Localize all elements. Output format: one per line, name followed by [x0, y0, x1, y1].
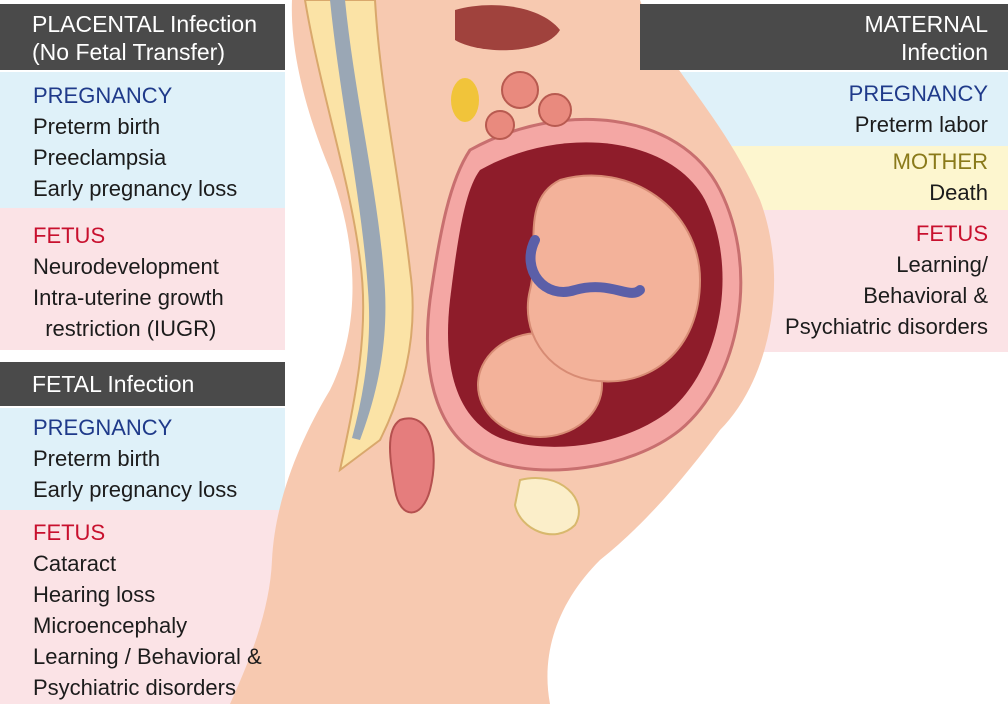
maternal-infection-header: MATERNAL Infection: [640, 4, 1008, 70]
placental-pregnancy-item: Preeclampsia: [33, 142, 237, 173]
placental-pregnancy-item: Early pregnancy loss: [33, 173, 237, 204]
placental-subtitle: (No Fetal Transfer): [32, 38, 285, 66]
fetal-title: FETAL Infection: [32, 370, 285, 398]
maternal-pregnancy-list: PREGNANCY Preterm labor: [849, 78, 988, 140]
placental-fetus-list: FETUS Neurodevelopment Intra-uterine gro…: [33, 220, 224, 344]
placental-fetus-item: Intra-uterine growth: [33, 282, 224, 313]
fetal-fetus-item: Microencephaly: [33, 610, 262, 641]
placental-pregnancy-label: PREGNANCY: [33, 80, 237, 111]
fetal-infection-header: FETAL Infection: [0, 362, 285, 406]
maternal-fetus-item: Learning/: [785, 249, 988, 280]
placental-fetus-item: Neurodevelopment: [33, 251, 224, 282]
placental-infection-header: PLACENTAL Infection (No Fetal Transfer): [0, 4, 285, 70]
placental-pregnancy-list: PREGNANCY Preterm birth Preeclampsia Ear…: [33, 80, 237, 204]
fetal-fetus-label: FETUS: [33, 517, 262, 548]
maternal-title: MATERNAL: [640, 10, 988, 38]
placental-title: PLACENTAL Infection: [32, 10, 285, 38]
maternal-fetus-item: Behavioral &: [785, 280, 988, 311]
placental-fetus-label: FETUS: [33, 220, 224, 251]
bladder-icon: [390, 418, 434, 512]
maternal-mother-label: MOTHER: [893, 146, 988, 177]
placental-fetus-item: restriction (IUGR): [33, 313, 224, 344]
intestine-icon: [502, 72, 538, 108]
fetal-fetus-item: Learning / Behavioral &: [33, 641, 262, 672]
maternal-pregnancy-item: Preterm labor: [849, 109, 988, 140]
maternal-mother-list: MOTHER Death: [893, 146, 988, 208]
placental-pregnancy-item: Preterm birth: [33, 111, 237, 142]
kidney-fat: [451, 78, 479, 122]
fetal-pregnancy-item: Early pregnancy loss: [33, 474, 237, 505]
fetal-pregnancy-item: Preterm birth: [33, 443, 237, 474]
fetal-fetus-list: FETUS Cataract Hearing loss Microencepha…: [33, 517, 262, 703]
maternal-pregnancy-label: PREGNANCY: [849, 78, 988, 109]
maternal-fetus-item: Psychiatric disorders: [785, 311, 988, 342]
fetal-pregnancy-label: PREGNANCY: [33, 412, 237, 443]
maternal-mother-item: Death: [893, 177, 988, 208]
fetal-fetus-item: Psychiatric disorders: [33, 672, 262, 703]
maternal-fetus-label: FETUS: [785, 218, 988, 249]
fetal-pregnancy-list: PREGNANCY Preterm birth Early pregnancy …: [33, 412, 237, 505]
maternal-subtitle: Infection: [640, 38, 988, 66]
fetal-fetus-item: Cataract: [33, 548, 262, 579]
maternal-fetus-list: FETUS Learning/ Behavioral & Psychiatric…: [785, 218, 988, 342]
fetal-fetus-item: Hearing loss: [33, 579, 262, 610]
